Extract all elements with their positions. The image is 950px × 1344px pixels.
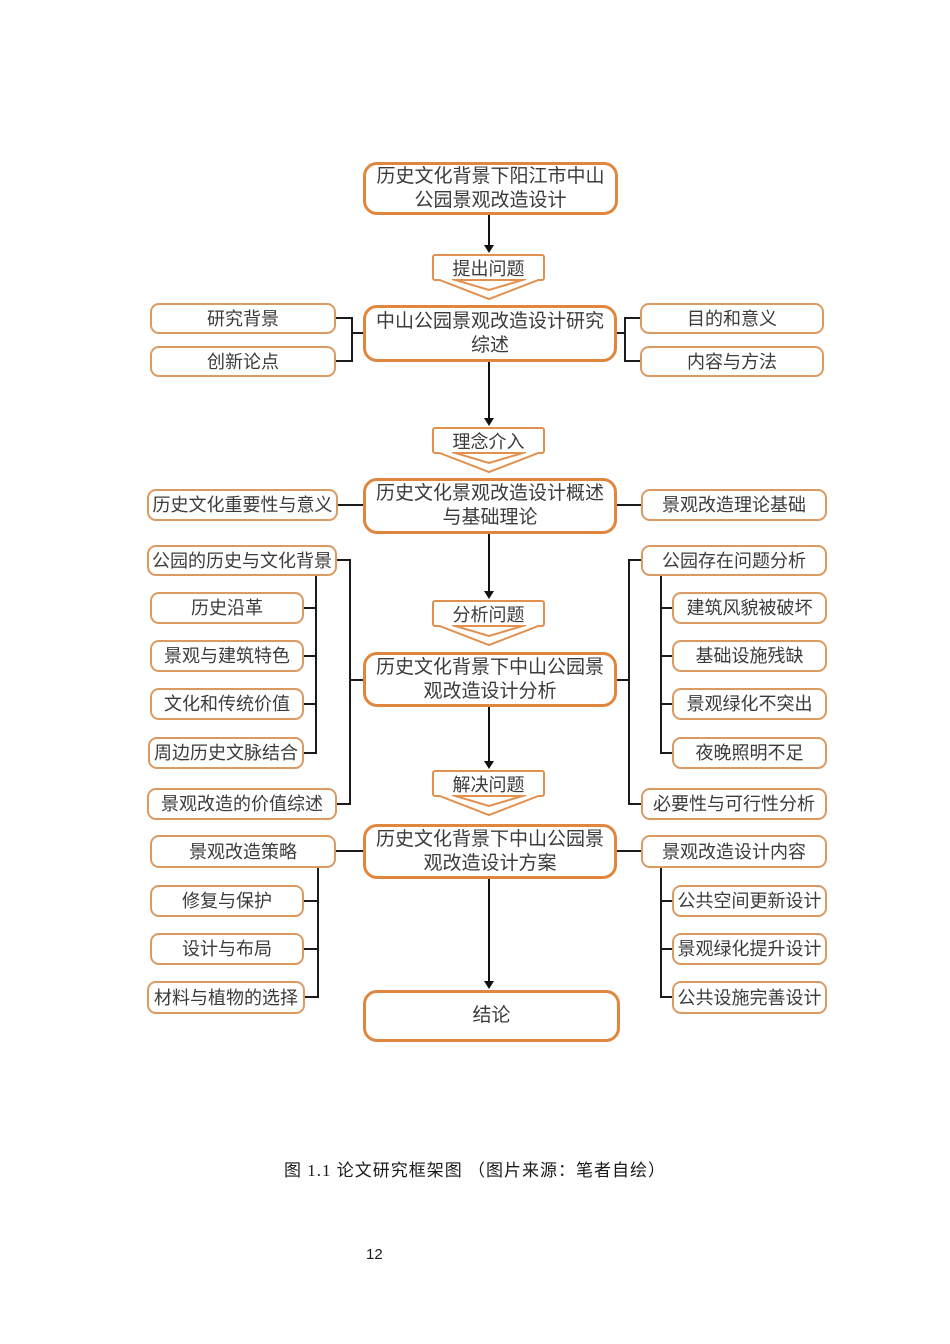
- connector-line: [617, 679, 628, 681]
- connector-line: [660, 607, 672, 609]
- connector-line: [337, 803, 350, 805]
- node-material-plants: 材料与植物的选择: [147, 981, 305, 1014]
- connector-line: [660, 868, 662, 998]
- connector-line: [660, 948, 672, 950]
- flow-arrowhead-icon: [484, 761, 494, 769]
- node-raise-question: 提出问题: [432, 254, 545, 281]
- connector-line: [304, 948, 318, 950]
- flow-arrowhead-icon: [484, 245, 494, 253]
- connector-line: [351, 317, 353, 362]
- node-greening-upgrade: 景观绿化提升设计: [672, 933, 827, 965]
- node-content-methods: 内容与方法: [640, 346, 824, 377]
- node-park-history-bg: 公园的历史与文化背景: [147, 545, 337, 576]
- node-context-integration: 周边历史文脉结合: [148, 737, 304, 769]
- flow-arrowhead-icon: [484, 418, 494, 426]
- connector-line: [304, 900, 318, 902]
- connector-line: [337, 559, 350, 561]
- chevron-down-arrow-icon: [436, 795, 542, 817]
- connector-line: [624, 360, 640, 362]
- node-analyze-question: 分析问题: [432, 600, 545, 627]
- connector-line: [624, 317, 626, 362]
- connector-line: [315, 576, 317, 754]
- connector-line: [628, 559, 630, 805]
- flow-arrow-line: [488, 879, 490, 982]
- connector-line: [660, 996, 672, 998]
- node-concept-intro: 理念介入: [432, 427, 545, 454]
- connector-line: [617, 332, 625, 334]
- connector-line: [304, 752, 316, 754]
- connector-line: [304, 607, 316, 609]
- node-damaged-style: 建筑风貌被破坏: [672, 592, 827, 624]
- connector-line: [617, 850, 641, 852]
- connector-line: [349, 559, 351, 805]
- node-repair-protection: 修复与保护: [150, 885, 304, 917]
- flow-arrow-line: [488, 215, 490, 246]
- connector-line: [304, 655, 316, 657]
- node-history-evolution: 历史沿革: [150, 592, 304, 624]
- connector-line: [660, 752, 672, 754]
- connector-line: [628, 803, 641, 805]
- node-plan-center: 历史文化背景下中山公园景观改造设计方案: [363, 824, 617, 879]
- node-value-summary: 景观改造的价值综述: [147, 788, 337, 820]
- connector-line: [660, 703, 672, 705]
- node-purpose-significance: 目的和意义: [640, 303, 824, 334]
- node-research-overview: 中山公园景观改造设计研究综述: [363, 305, 617, 362]
- connector-line: [338, 504, 363, 506]
- node-feasibility: 必要性与可行性分析: [641, 788, 827, 820]
- flow-arrowhead-icon: [484, 981, 494, 989]
- node-cultural-value: 文化和传统价值: [150, 688, 304, 720]
- node-solve-question: 解决问题: [432, 770, 545, 797]
- connector-line: [336, 360, 352, 362]
- connector-line: [350, 679, 363, 681]
- node-innovation-points: 创新论点: [150, 346, 336, 377]
- flow-arrow-line: [488, 534, 490, 592]
- connector-line: [624, 317, 640, 319]
- chevron-down-arrow-icon: [436, 625, 542, 647]
- node-thesis-title: 历史文化背景下阳江市中山公园景观改造设计: [363, 162, 618, 215]
- figure-caption: 图 1.1 论文研究框架图 （图片来源：笔者自绘）: [284, 1161, 666, 1180]
- connector-line: [304, 703, 316, 705]
- node-design-layout: 设计与布局: [150, 933, 304, 965]
- node-landscape-features: 景观与建筑特色: [150, 640, 304, 672]
- node-renovation-strategy: 景观改造策略: [150, 835, 336, 868]
- node-conclusion: 结论: [363, 990, 620, 1042]
- node-park-problems: 公园存在问题分析: [641, 545, 827, 576]
- connector-line: [352, 332, 363, 334]
- connector-line: [660, 655, 672, 657]
- flow-arrowhead-icon: [484, 591, 494, 599]
- chevron-down-arrow-icon: [436, 452, 542, 474]
- node-public-facility: 公共设施完善设计: [672, 981, 827, 1014]
- node-theory-overview: 历史文化景观改造设计概述与基础理论: [363, 478, 617, 534]
- node-public-space: 公共空间更新设计: [672, 885, 827, 917]
- flow-arrow-line: [488, 362, 490, 419]
- connector-line: [628, 559, 641, 561]
- connector-line: [336, 317, 352, 319]
- connector-line: [660, 900, 672, 902]
- node-research-background: 研究背景: [150, 303, 336, 334]
- node-theory-basis: 景观改造理论基础: [641, 489, 827, 521]
- chevron-down-arrow-icon: [436, 279, 542, 301]
- node-culture-importance: 历史文化重要性与意义: [147, 489, 338, 521]
- node-poor-lighting: 夜晚照明不足: [672, 737, 827, 769]
- node-analysis-center: 历史文化背景下中山公园景观改造设计分析: [363, 652, 617, 707]
- connector-line: [617, 504, 641, 506]
- node-design-content: 景观改造设计内容: [641, 835, 827, 868]
- connector-line: [336, 850, 363, 852]
- connector-line: [317, 868, 319, 998]
- node-weak-greening: 景观绿化不突出: [672, 688, 827, 720]
- page-number: 12: [366, 1246, 383, 1263]
- connector-line: [305, 996, 318, 998]
- node-broken-infrastructure: 基础设施残缺: [672, 640, 827, 672]
- flow-arrow-line: [488, 707, 490, 762]
- connector-line: [660, 576, 662, 754]
